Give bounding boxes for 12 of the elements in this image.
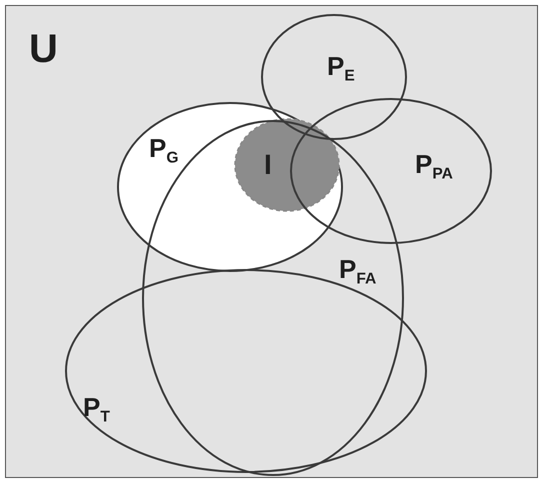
set-label: P$_{T}$	[83, 394, 110, 426]
set-label: P$_{E}$	[327, 53, 355, 84]
set-label: U	[29, 29, 58, 69]
set-label: I	[264, 151, 272, 179]
set-label: P$_{PA}$	[415, 151, 453, 182]
set-ellipse	[291, 99, 491, 243]
universe-frame	[5, 5, 538, 478]
set-ellipse	[143, 121, 403, 475]
set-ellipse	[262, 15, 406, 139]
set-label: P$_{G}$	[149, 135, 178, 166]
set-label: P$_{FA}$	[339, 256, 376, 288]
set-ellipse	[235, 119, 339, 211]
